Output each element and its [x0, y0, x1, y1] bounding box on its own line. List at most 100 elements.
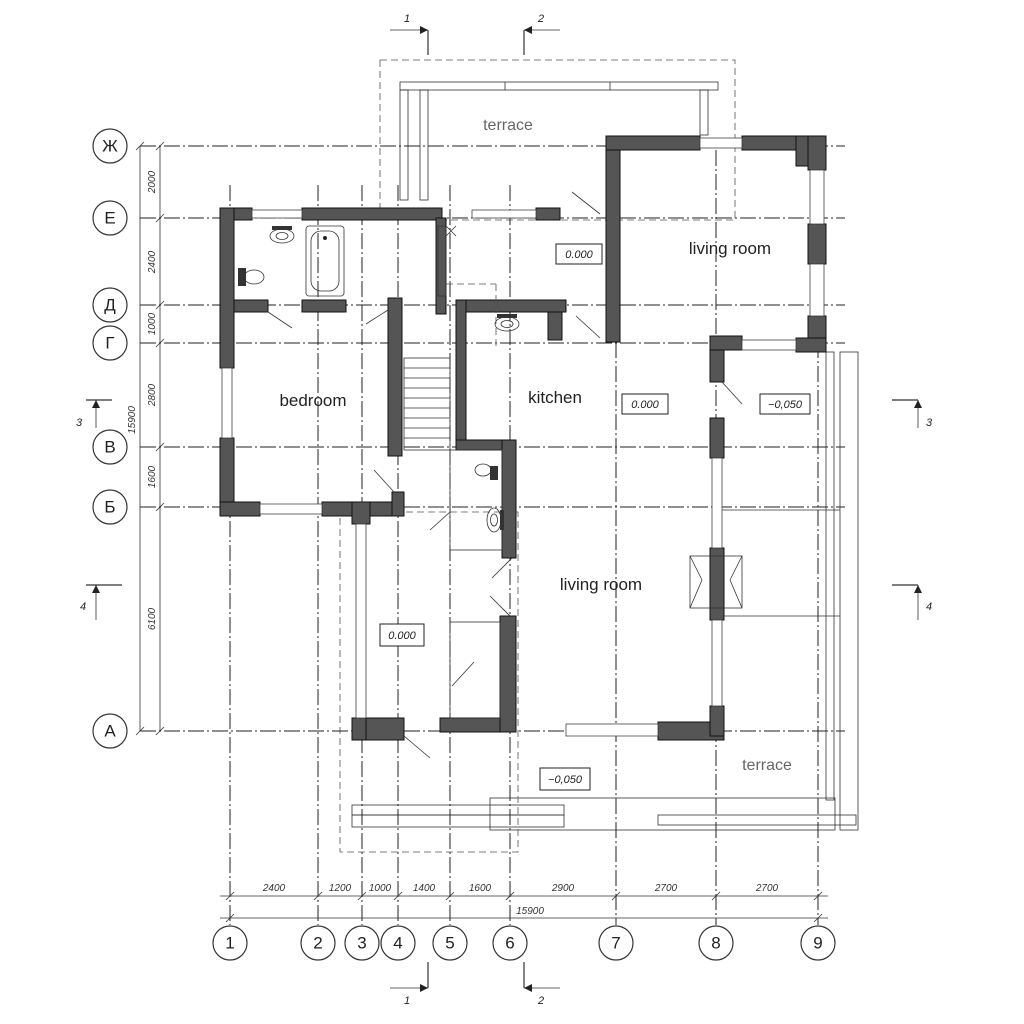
- bathtub-icon: [305, 225, 345, 297]
- axis-bubble-4: 4: [380, 925, 416, 961]
- svg-text:9: 9: [813, 934, 822, 953]
- axis-bubble-d: Д: [92, 287, 128, 323]
- level-mark-kitchen: 0.000: [621, 393, 669, 415]
- fixtures: [238, 225, 743, 719]
- section-1-bottom: 1: [390, 962, 429, 1007]
- sink-icon: [269, 226, 295, 244]
- section-4-right: 4: [892, 584, 932, 620]
- dim-5-6: 1600: [469, 883, 492, 894]
- svg-text:3: 3: [926, 417, 933, 429]
- axis-bubble-v: В: [92, 429, 128, 465]
- room-label-living-top: living room: [689, 239, 771, 258]
- fireplace-icon: [689, 555, 743, 609]
- section-1-top: 1: [390, 13, 429, 55]
- axis-bubble-b: Б: [92, 489, 128, 525]
- svg-text:А: А: [104, 722, 116, 741]
- row-dimensions: 2000 2400 1000 2800 1600 6100 15900: [127, 170, 158, 630]
- toilet-icon: [238, 268, 265, 286]
- axis-grid: [140, 145, 845, 925]
- room-label-kitchen: kitchen: [528, 388, 582, 407]
- dim-7-8: 2700: [654, 883, 678, 894]
- axis-bubble-6: 6: [492, 925, 528, 961]
- axis-bubble-1: 1: [212, 925, 248, 961]
- section-3-right: 3: [892, 399, 933, 429]
- dim-row-1: 2000: [147, 170, 158, 194]
- svg-text:Ж: Ж: [102, 137, 118, 156]
- dim-3-4: 1000: [369, 883, 392, 894]
- doors: [267, 191, 743, 759]
- svg-text:0.000: 0.000: [388, 630, 416, 642]
- section-markers: 1 2 1 2 3 3: [76, 13, 933, 1007]
- axis-bubble-zh: Ж: [92, 128, 128, 164]
- level-marks: 0.000 0.000 0.000 −0,050 −0,050: [379, 243, 811, 791]
- svg-text:1: 1: [404, 13, 410, 25]
- staircase: [403, 283, 497, 451]
- level-mark-terrace-right: −0,050: [759, 393, 811, 415]
- svg-text:В: В: [104, 438, 115, 457]
- section-4-left: 4: [80, 584, 122, 620]
- room-label-terrace-bottom: terrace: [742, 757, 792, 774]
- section-2-bottom: 2: [523, 962, 560, 1007]
- svg-text:Е: Е: [104, 209, 115, 228]
- axis-bubble-8: 8: [698, 925, 734, 961]
- dimension-lines: [135, 141, 828, 923]
- axis-bubble-7: 7: [598, 925, 634, 961]
- axis-bubble-5: 5: [432, 925, 468, 961]
- dim-1-2: 2400: [262, 883, 286, 894]
- svg-text:1: 1: [225, 934, 234, 953]
- dim-row-6: 6100: [147, 607, 158, 630]
- dim-row-4: 2800: [147, 383, 158, 407]
- svg-text:Б: Б: [104, 498, 115, 517]
- row-axis-bubbles: Ж Е Д Г В Б А: [92, 128, 128, 749]
- room-label-terrace-top: terrace: [483, 117, 533, 134]
- walls: [219, 135, 827, 741]
- column-axis-bubbles: 1 2 3 4 5 6 7 8: [212, 925, 836, 961]
- svg-text:Г: Г: [105, 334, 114, 353]
- svg-text:6: 6: [505, 934, 514, 953]
- room-labels: terrace living room bedroom kitchen livi…: [279, 117, 792, 774]
- axis-bubble-2: 2: [300, 925, 336, 961]
- svg-text:−0,050: −0,050: [768, 399, 803, 411]
- dim-6-7: 2900: [551, 883, 575, 894]
- axis-bubble-9: 9: [800, 925, 836, 961]
- svg-text:2: 2: [537, 995, 544, 1007]
- svg-text:4: 4: [393, 934, 402, 953]
- svg-text:4: 4: [80, 601, 86, 613]
- svg-text:8: 8: [711, 934, 720, 953]
- svg-text:0.000: 0.000: [565, 249, 593, 261]
- svg-text:3: 3: [357, 934, 366, 953]
- svg-text:7: 7: [611, 934, 620, 953]
- section-2-top: 2: [523, 13, 560, 55]
- svg-text:3: 3: [76, 417, 83, 429]
- level-mark-terrace-bottom: −0,050: [539, 767, 591, 791]
- svg-text:5: 5: [445, 934, 454, 953]
- dim-8-9: 2700: [755, 883, 779, 894]
- room-label-bedroom: bedroom: [279, 391, 346, 410]
- dim-col-total: 15900: [516, 906, 544, 917]
- svg-text:−0,050: −0,050: [548, 774, 583, 786]
- dim-4-5: 1400: [413, 883, 436, 894]
- section-3-left: 3: [76, 399, 112, 429]
- dim-row-3: 1000: [147, 312, 158, 335]
- axis-bubble-a: А: [92, 713, 128, 749]
- toilet-icon: [474, 463, 498, 480]
- axis-bubble-3: 3: [344, 925, 380, 961]
- sink-icon: [494, 314, 520, 332]
- svg-text:2: 2: [537, 13, 544, 25]
- dim-row-5: 1600: [147, 465, 158, 488]
- axis-bubble-g: Г: [92, 325, 128, 361]
- svg-text:0.000: 0.000: [631, 399, 659, 411]
- axis-bubble-e: Е: [92, 200, 128, 236]
- dim-row-total: 15900: [127, 406, 138, 434]
- svg-text:2: 2: [313, 934, 322, 953]
- svg-text:1: 1: [404, 995, 410, 1007]
- windows: [221, 137, 825, 737]
- room-label-living-main: living room: [560, 575, 642, 594]
- svg-text:Д: Д: [104, 296, 116, 315]
- dim-row-2: 2400: [147, 250, 158, 274]
- column-dimensions: 2400 1200 1000 1400 1600 2900 2700 2700 …: [262, 883, 779, 917]
- level-mark-kitchen-top: 0.000: [555, 243, 603, 265]
- dim-2-3: 1200: [329, 883, 352, 894]
- level-mark-hall: 0.000: [379, 623, 425, 647]
